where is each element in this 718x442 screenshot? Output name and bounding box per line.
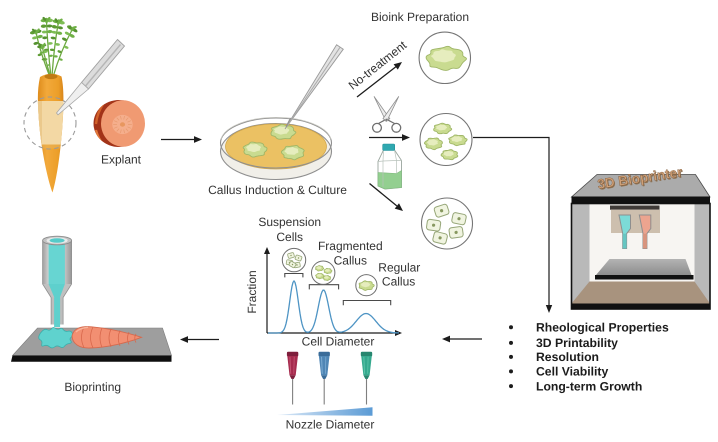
svg-text:3D Printability: 3D Printability [536,336,618,350]
svg-text:Nozzle Diameter: Nozzle Diameter [286,418,375,432]
svg-text:Cell Diameter: Cell Diameter [302,334,375,348]
svg-text:Bioink Preparation: Bioink Preparation [371,10,469,24]
svg-text:Suspension: Suspension [258,215,321,229]
svg-text:Long-term Growth: Long-term Growth [536,379,642,393]
svg-text:Rheological Properties: Rheological Properties [536,321,669,335]
svg-text:Resolution: Resolution [536,350,599,364]
svg-text:Callus: Callus [334,253,367,267]
svg-text:Cells: Cells [276,230,303,244]
svg-text:Fraction: Fraction [245,270,259,313]
svg-text:Bioprinting: Bioprinting [64,380,121,394]
svg-text:Callus Induction & Culture: Callus Induction & Culture [208,183,347,197]
svg-text:Explant: Explant [101,153,142,167]
svg-text:Fragmented: Fragmented [318,239,383,253]
svg-text:Cell Viability: Cell Viability [536,365,608,379]
svg-text:Regular: Regular [378,260,420,274]
svg-text:Callus: Callus [382,275,415,289]
